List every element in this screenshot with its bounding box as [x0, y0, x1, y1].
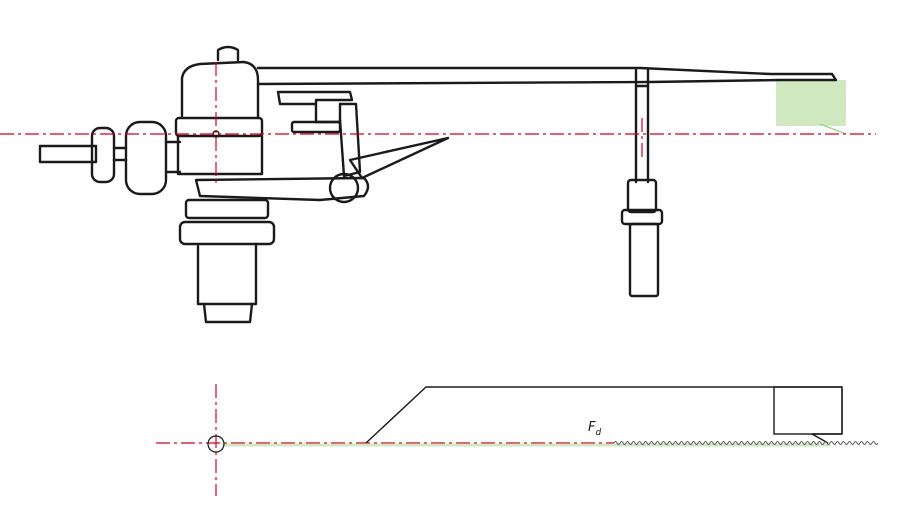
force-symbol: F [588, 420, 596, 435]
lift-bracket [276, 90, 354, 106]
tonearm-side-view [0, 45, 876, 324]
mount-nut-bottom [178, 220, 276, 246]
arm-outline [365, 386, 843, 444]
cartridge-contact-line [819, 123, 847, 135]
headshell-box [773, 386, 843, 435]
counterweight-shaft [112, 140, 182, 174]
mount-stem [196, 244, 258, 306]
lift-lever [348, 136, 450, 180]
mount-nut-top [184, 198, 270, 220]
base-plate [194, 176, 370, 202]
arm-tube [256, 66, 838, 86]
pivot-top-housing [180, 60, 260, 120]
lift-pad [290, 120, 342, 134]
force-label: Fd [588, 420, 601, 438]
pivot-body [176, 134, 264, 176]
arm-rest-collar [626, 178, 658, 214]
groove-wave [613, 441, 879, 445]
force-subscript: d [595, 428, 601, 438]
base-knob [328, 172, 360, 204]
lift-arm [338, 102, 362, 178]
rear-stub [38, 144, 98, 164]
force-diagram: Fd [156, 384, 879, 496]
arm-rest-base [628, 222, 660, 298]
counterweight-small [90, 126, 116, 184]
pivot-circle [207, 435, 225, 453]
counterweight-large [124, 120, 168, 196]
lift-post [314, 102, 342, 124]
arm-rest-hook [634, 68, 650, 88]
cartridge-highlight [776, 80, 846, 126]
mount-foot [202, 302, 254, 324]
pivot-cap [216, 45, 240, 62]
